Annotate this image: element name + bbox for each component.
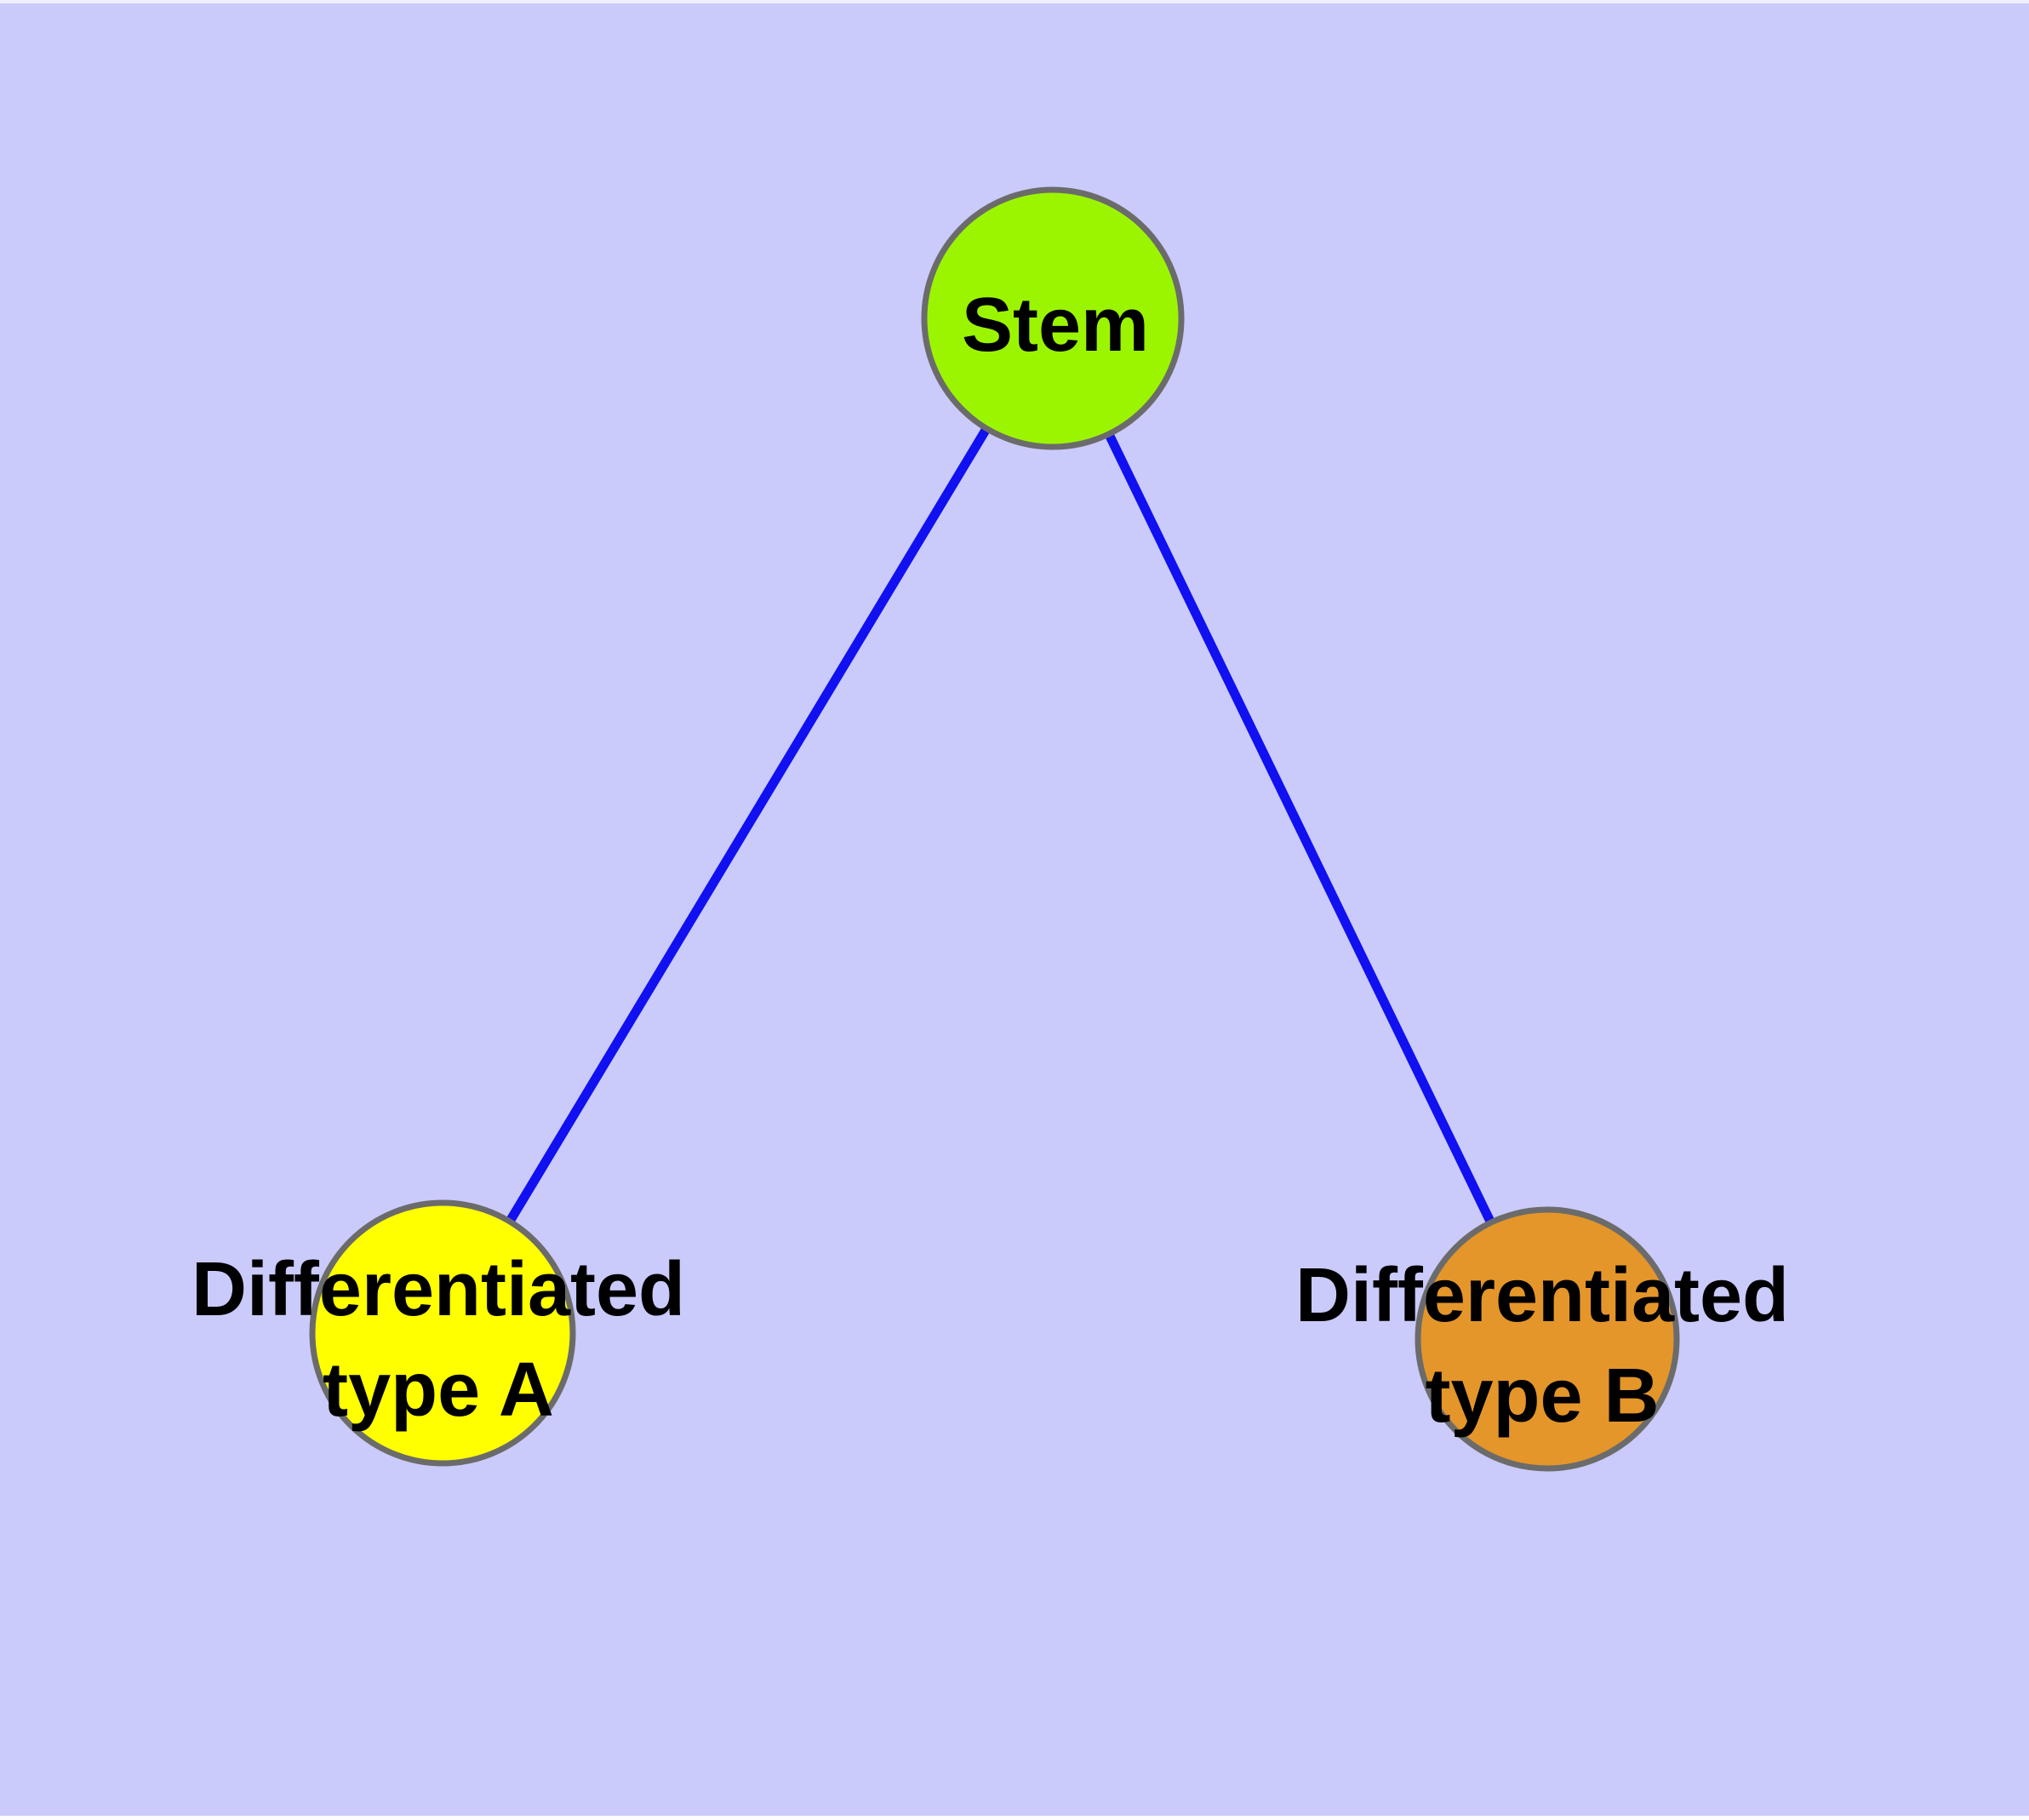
node-type-b-label-line1: Differentiated — [1295, 1253, 1789, 1338]
node-stem-label: Stem — [962, 283, 1149, 368]
canvas-bottom-edge — [0, 1816, 2029, 1820]
node-type-b-label-line2: type B — [1425, 1354, 1659, 1439]
edge-stem-to-type-b — [1049, 316, 1552, 1342]
node-differentiated-type-a — [309, 1199, 576, 1467]
node-differentiated-type-b — [1415, 1206, 1680, 1472]
node-stem — [921, 186, 1185, 450]
edge-stem-to-type-a — [438, 316, 1057, 1336]
node-type-a-label-line2: type A — [323, 1348, 554, 1433]
canvas-top-edge — [0, 0, 2029, 3]
node-type-a-label-line1: Differentiated — [191, 1247, 685, 1332]
